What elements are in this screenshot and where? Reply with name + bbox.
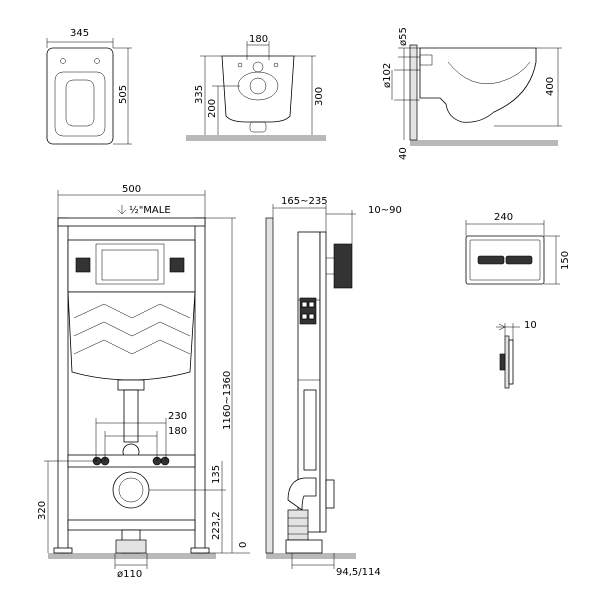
rear-height-300-label: 300 <box>314 87 325 106</box>
side-d102-label: ø102 <box>382 63 393 88</box>
bolt-230-label: 230 <box>168 411 187 422</box>
bowl-rear-view <box>186 41 326 141</box>
frame-side-view <box>265 204 356 569</box>
height-135-label: 135 <box>211 465 222 484</box>
bowl-side-view <box>391 44 562 146</box>
side-height-400-label: 400 <box>545 77 556 96</box>
side-height-40-label: 40 <box>398 147 409 160</box>
height-223-label: 223,2 <box>211 511 222 540</box>
plate-height-label: 150 <box>560 251 571 270</box>
frame-width-label: 500 <box>122 184 141 195</box>
floor-zero-label: 0 <box>238 542 249 548</box>
pipe-offset-label: 94,5/114 <box>336 567 381 578</box>
flush-plate-front-view <box>465 220 560 285</box>
frame-height-label: 1160~1360 <box>222 371 233 430</box>
bolt-180-label: 180 <box>168 426 187 437</box>
plate-width-label: 240 <box>494 212 513 223</box>
height-320-label: 320 <box>37 501 48 520</box>
frame-front-view <box>44 190 250 569</box>
male-thread-label: ½"MALE <box>129 204 171 216</box>
plate-thickness-label: 10 <box>524 320 537 331</box>
drain-110-label: ø110 <box>117 569 142 580</box>
flush-plate-side-view <box>496 323 520 389</box>
wall-gap-label: 10~90 <box>368 205 402 216</box>
bowl-top-view <box>46 38 132 145</box>
side-d55-label: ø55 <box>398 27 409 46</box>
rear-height-335-label: 335 <box>194 85 205 104</box>
rear-width-label: 180 <box>249 34 268 45</box>
frame-depth-label: 165~235 <box>281 196 328 207</box>
bowl-width-label: 345 <box>70 28 89 39</box>
rear-height-200-label: 200 <box>207 99 218 118</box>
bowl-depth-label: 505 <box>118 85 129 104</box>
